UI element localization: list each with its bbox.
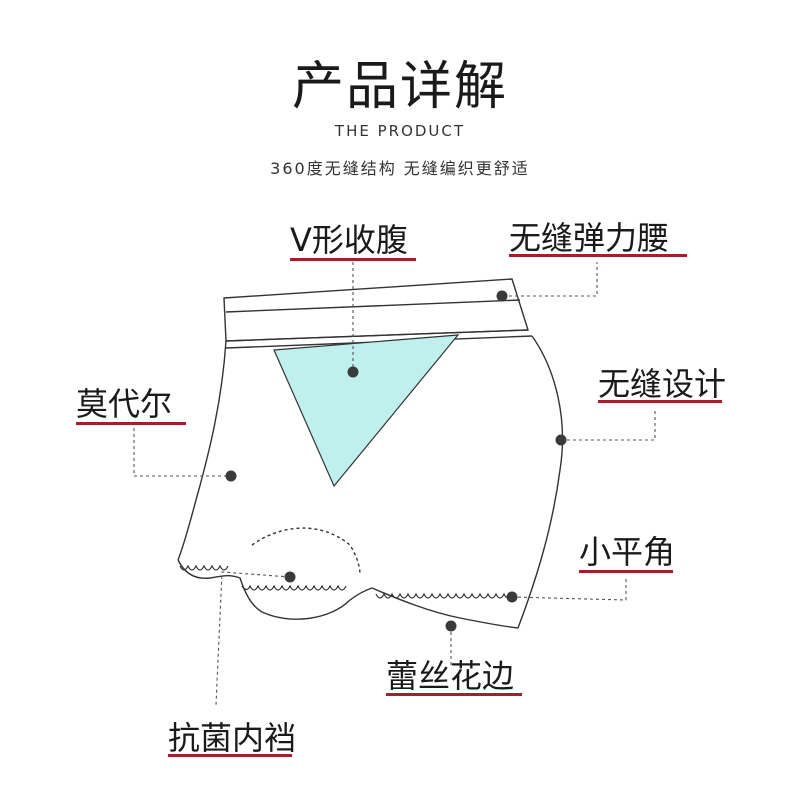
dot-v-shape <box>347 366 359 378</box>
dot-modal <box>225 470 237 482</box>
dot-elastic-waist <box>496 290 508 302</box>
underline-seamless <box>598 400 722 403</box>
lace-trim <box>179 564 513 599</box>
dot-seamless <box>555 434 567 446</box>
subtitle-english: THE PRODUCT <box>334 122 466 140</box>
label-seamless: 无缝设计 <box>598 365 727 403</box>
dot-boxer <box>506 591 518 603</box>
label-boxer: 小平角 <box>579 533 676 571</box>
label-elastic-waist: 无缝弹力腰 <box>509 219 670 257</box>
callout-dots <box>225 290 567 632</box>
label-crotch: 抗菌内裆 <box>168 719 297 757</box>
underline-elastic-waist <box>509 254 687 257</box>
briefs-outline <box>177 278 564 629</box>
label-v-shape: V形收腹 <box>290 221 408 259</box>
page-title: 产品详解 <box>291 57 508 117</box>
underline-modal <box>76 422 186 425</box>
underline-lace <box>386 693 522 696</box>
dot-lace <box>445 620 457 632</box>
underline-boxer <box>579 570 673 573</box>
leader-lines <box>133 262 656 706</box>
underline-crotch <box>168 754 292 757</box>
v-panel <box>273 334 460 488</box>
dot-crotch <box>284 571 296 583</box>
subtitle-chinese: 360度无缝结构 无缝编织更舒适 <box>270 159 530 178</box>
label-lace: 蕾丝花边 <box>386 657 515 695</box>
underline-v-shape <box>290 258 416 261</box>
label-modal: 莫代尔 <box>76 385 173 423</box>
